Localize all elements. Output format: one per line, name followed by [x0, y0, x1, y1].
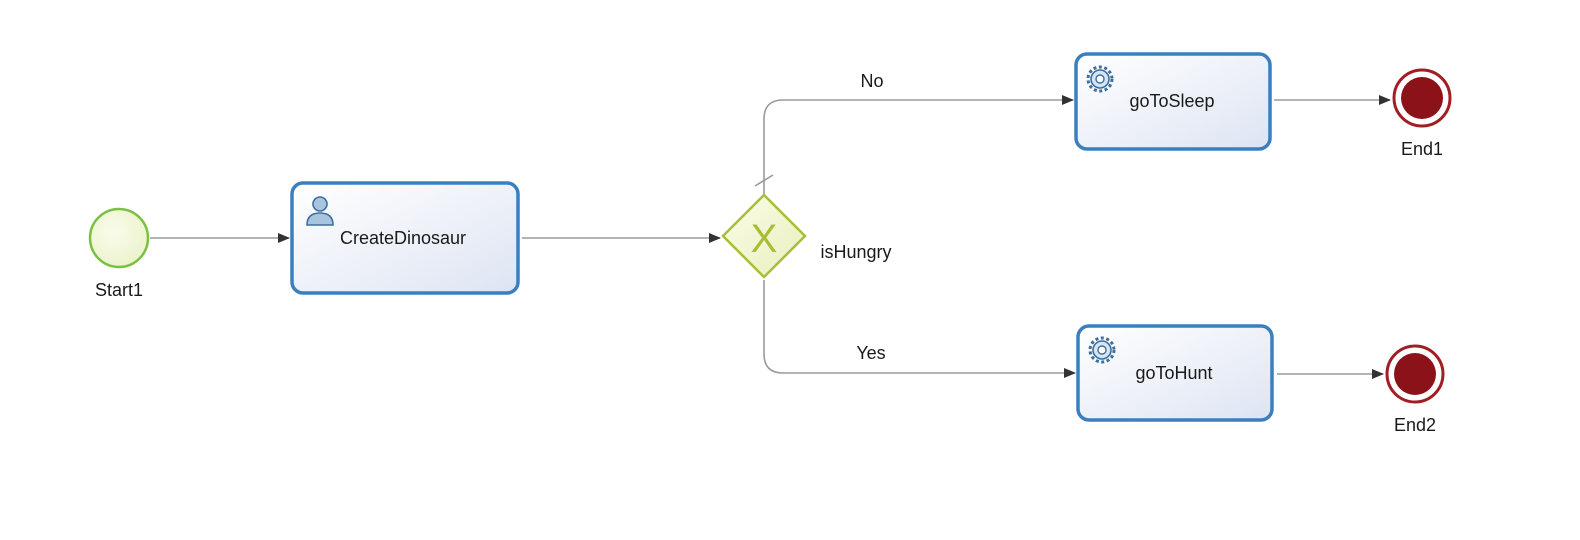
flow-label-yes: Yes [856, 343, 885, 363]
gateway-label: isHungry [820, 242, 891, 262]
gear-icon [1088, 336, 1116, 364]
start-event-label: Start1 [95, 280, 143, 300]
user-task-label: CreateDinosaur [340, 228, 466, 248]
gear-icon [1086, 65, 1114, 93]
gateway-x-marker: X [751, 217, 778, 261]
service-task-sleep-label: goToSleep [1129, 91, 1214, 111]
service-task-hunt-label: goToHunt [1135, 363, 1212, 383]
exclusive-gateway[interactable]: X [721, 193, 807, 279]
end-event-1[interactable] [1392, 68, 1452, 128]
flow-yes-to-gotohunt[interactable] [763, 280, 1076, 378]
end-event-1-label: End1 [1401, 139, 1443, 159]
start-event[interactable] [88, 207, 150, 269]
service-task-go-to-hunt[interactable]: goToHunt [1076, 324, 1274, 422]
default-flow-marker [754, 174, 774, 187]
end-event-2-label: End2 [1394, 415, 1436, 435]
end-event-2[interactable] [1385, 344, 1445, 404]
flow-no-to-gotosleep[interactable] [763, 95, 1074, 194]
user-task-create-dinosaur[interactable]: CreateDinosaur [290, 181, 520, 295]
user-icon [306, 196, 334, 226]
flow-label-no: No [860, 71, 883, 91]
service-task-go-to-sleep[interactable]: goToSleep [1074, 52, 1272, 151]
